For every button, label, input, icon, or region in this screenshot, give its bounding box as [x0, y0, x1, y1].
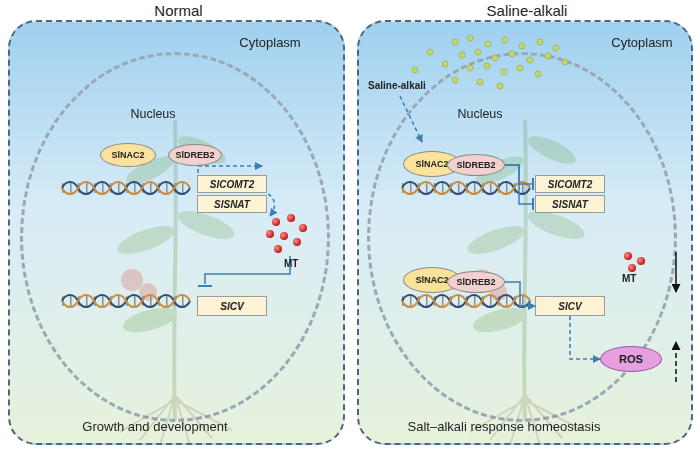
region-label: Nucleus [93, 107, 213, 121]
node-label: SlDREB2 [175, 150, 214, 160]
region-label: Growth and development [10, 420, 300, 435]
inhibition-line [505, 165, 533, 204]
node-label: SlNAC2 [415, 159, 448, 169]
gene-box: SlSNAT [197, 195, 267, 213]
gene-box: SlCV [197, 296, 267, 316]
node-label: SlSNAT [552, 199, 588, 210]
region-label: Saline-alkali [359, 2, 695, 19]
gene-box: SlCV [535, 296, 605, 316]
ros-ellipse: ROS [600, 346, 662, 372]
node-label: SlDREB2 [456, 277, 495, 287]
molecule-label: Saline-alkali [368, 80, 426, 91]
activation-arrow [505, 282, 535, 306]
gene-box: SlCOMT2 [535, 175, 605, 193]
molecule-label: MT [622, 273, 636, 284]
node-label: SlCOMT2 [548, 179, 592, 190]
node-label: SlCV [558, 301, 581, 312]
node-label: SlNAC2 [415, 275, 448, 285]
inhibition-line [505, 165, 533, 184]
inhibition-bar [532, 198, 534, 210]
region-label: Nucleus [420, 107, 540, 121]
protein-ellipse: SlDREB2 [168, 144, 222, 166]
region-label: Salt–alkali response homeostasis [359, 420, 649, 435]
node-label: SlCV [220, 301, 243, 312]
cell-panel: NormalCytoplasmGrowth and developmentNuc… [8, 20, 345, 445]
protein-ellipse: SlDREB2 [447, 271, 505, 293]
gene-box: SlCOMT2 [197, 175, 267, 193]
node-label: SlCOMT2 [210, 179, 254, 190]
region-label: Normal [10, 2, 347, 19]
region-label: Cytoplasm [210, 36, 330, 51]
molecule-label: MT [284, 258, 298, 269]
inhibition-bar [532, 178, 534, 190]
region-label: Cytoplasm [587, 36, 697, 51]
activation-arrow [570, 316, 600, 359]
protein-ellipse: SlDREB2 [447, 154, 505, 176]
nucleus-ellipse: NucleusSlNAC2 SlDREB2SlCOMT2SlSNAT SlCV [20, 52, 330, 422]
node-label: ROS [619, 353, 643, 365]
node-label: SlSNAT [214, 199, 250, 210]
node-label: SlDREB2 [456, 160, 495, 170]
protein-ellipse: SlNAC2 [100, 143, 156, 167]
node-label: SlNAC2 [111, 150, 144, 160]
gene-box: SlSNAT [535, 195, 605, 213]
